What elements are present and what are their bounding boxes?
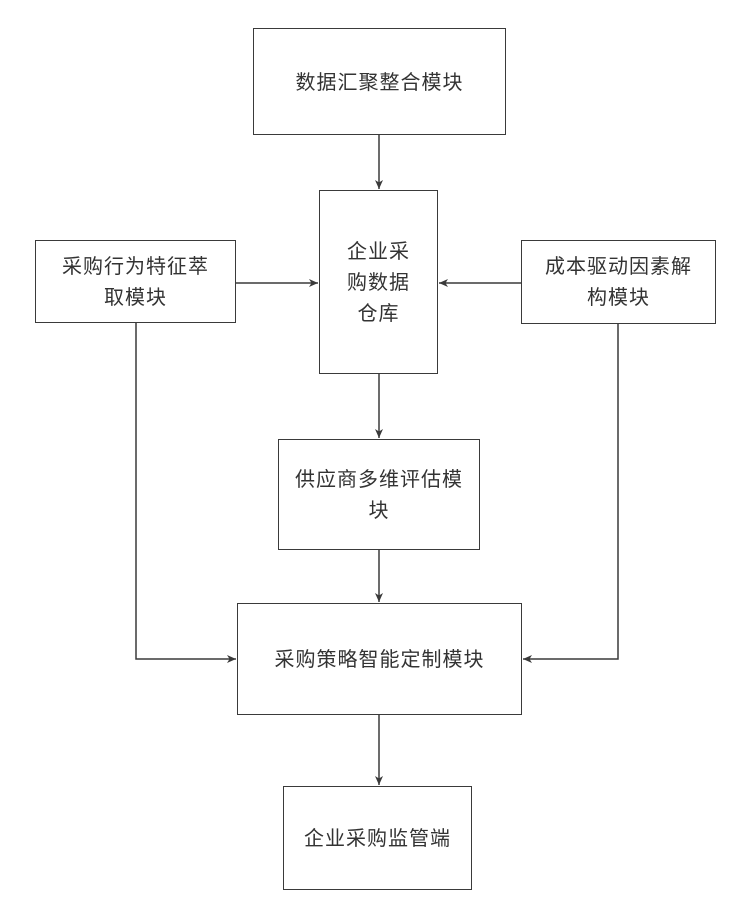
procurement-data-warehouse-box: 企业采购数据仓库 [319,190,438,374]
data-aggregation-module-label: 数据汇聚整合模块 [296,67,464,97]
supervision-terminal-label: 企业采购监管端 [290,823,465,854]
behavior-extraction-module-box: 采购行为特征萃取模块 [35,240,236,323]
supervision-terminal-box: 企业采购监管端 [283,786,472,890]
supplier-evaluation-module-box: 供应商多维评估模块 [278,439,480,550]
supplier-evaluation-module-label: 供应商多维评估模块 [285,464,473,526]
behavior-extraction-module-label: 采购行为特征萃取模块 [42,251,229,313]
arrow-cost-to-strategy [523,324,618,659]
arrow-behavior-to-strategy [136,323,236,659]
strategy-customization-module-box: 采购策略智能定制模块 [237,603,522,715]
cost-driver-module-label: 成本驱动因素解构模块 [528,251,709,313]
data-aggregation-module-box: 数据汇聚整合模块 [253,28,506,135]
strategy-customization-module-label: 采购策略智能定制模块 [275,644,485,674]
cost-driver-module-box: 成本驱动因素解构模块 [521,240,716,324]
procurement-data-warehouse-label: 企业采购数据仓库 [326,236,431,329]
